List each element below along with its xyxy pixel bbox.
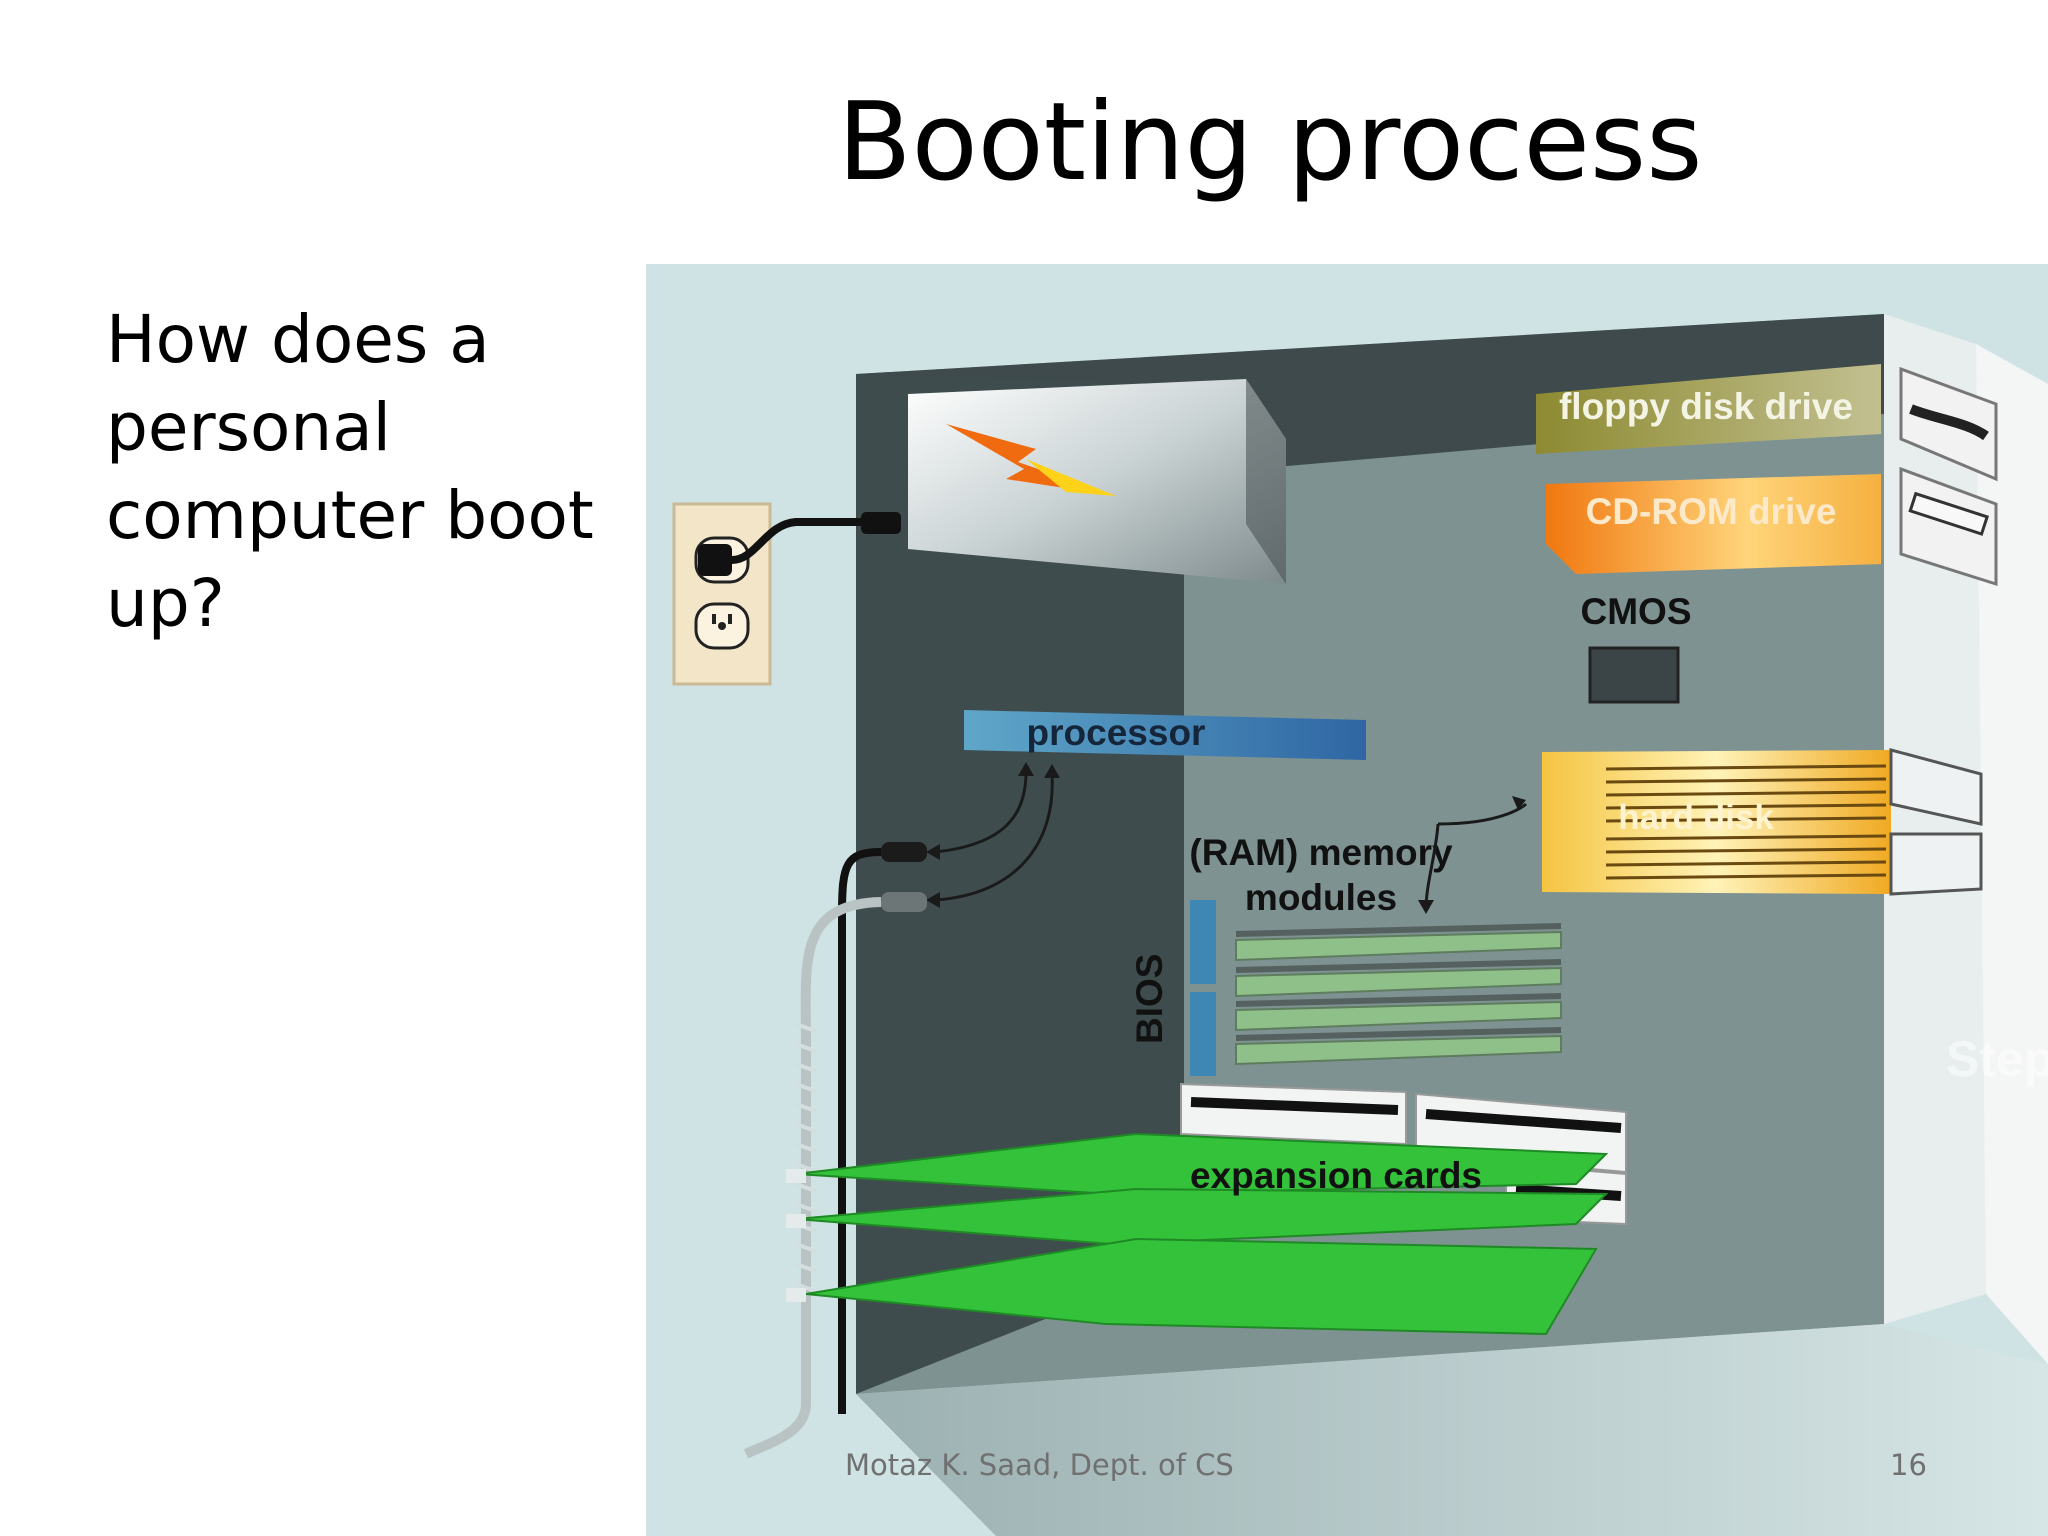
ram-label-line2: modules <box>1245 877 1397 918</box>
computer-diagram: floppy disk drive CD-ROM drive CMOS proc… <box>646 264 2048 1536</box>
processor-label: processor <box>1027 712 1206 753</box>
cdrom-drive-label: CD-ROM drive <box>1586 491 1837 532</box>
page-number: 16 <box>1890 1448 1927 1482</box>
hard-disk <box>1542 748 1983 896</box>
footer-author: Motaz K. Saad, Dept. of CS <box>845 1448 1234 1482</box>
hard-disk-label: hard disk <box>1618 798 1774 837</box>
step-label: Step 6 <box>1946 1031 2048 1087</box>
processor-chip <box>964 710 1366 760</box>
case-front-edge <box>1976 344 2048 1364</box>
arrow-heads <box>926 762 1526 914</box>
cdrom-drive <box>1546 466 1998 587</box>
floppy-disk-drive <box>1536 364 1998 482</box>
question-text: How does a personal computer boot up? <box>106 301 594 642</box>
power-supply-unit <box>908 379 1286 584</box>
cmos-chip <box>1588 646 1680 704</box>
expansion-cards-label: expansion cards <box>1190 1155 1482 1196</box>
slide-title: Booting process <box>837 80 1703 205</box>
bios-chip <box>1190 900 1216 1076</box>
power-outlet-icon <box>672 502 772 686</box>
power-bolt-icon <box>946 424 1116 496</box>
floppy-drive-label: floppy disk drive <box>1559 386 1853 427</box>
internal-cables <box>743 842 927 1459</box>
cmos-label: CMOS <box>1581 591 1692 632</box>
expansion-cards <box>786 1132 1609 1336</box>
case-floor <box>856 1324 2048 1536</box>
power-plug-icon <box>698 512 901 576</box>
bios-label: BIOS <box>1129 954 1170 1044</box>
ram-label-line1: (RAM) memory <box>1189 832 1453 873</box>
ram-modules <box>1235 923 1562 1066</box>
